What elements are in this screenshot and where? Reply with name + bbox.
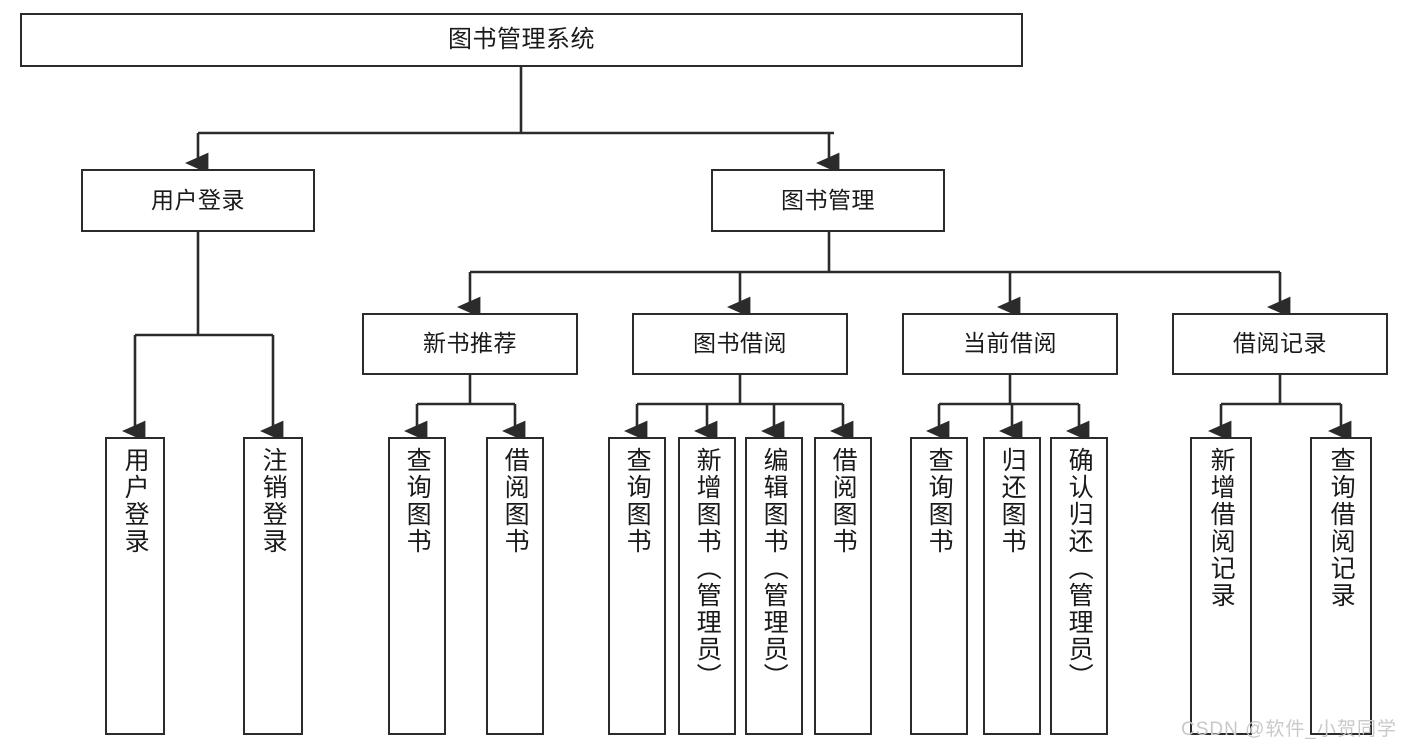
node-root-label: 图书管理系统	[448, 25, 595, 53]
node-leaf-label: 归还图书	[998, 447, 1027, 555]
node-leaf[interactable]: 查询图书	[388, 437, 446, 735]
node-leaf-label: 借阅图书	[829, 447, 858, 555]
node-leaf[interactable]: 查询图书	[608, 437, 666, 735]
node-leaf[interactable]: 查询借阅记录	[1310, 437, 1372, 735]
node-leaf-label: 新增图书（管理员）	[693, 447, 722, 690]
node-user-login[interactable]: 用户登录	[81, 169, 315, 232]
node-leaf[interactable]: 借阅图书	[814, 437, 872, 735]
node-new-book-recommend-label: 新书推荐	[423, 330, 517, 357]
node-leaf-label: 用户登录	[121, 447, 150, 555]
node-leaf[interactable]: 编辑图书（管理员）	[745, 437, 803, 735]
node-leaf[interactable]: 借阅图书	[486, 437, 544, 735]
node-leaf[interactable]: 归还图书	[983, 437, 1041, 735]
node-current-borrow-label: 当前借阅	[963, 330, 1057, 357]
node-borrow-record[interactable]: 借阅记录	[1172, 313, 1388, 375]
node-leaf-label: 借阅图书	[501, 447, 530, 555]
node-borrow-record-label: 借阅记录	[1233, 330, 1327, 357]
node-leaf-label: 新增借阅记录	[1207, 447, 1236, 609]
node-leaf-label: 编辑图书（管理员）	[760, 447, 789, 690]
node-root[interactable]: 图书管理系统	[20, 13, 1023, 67]
node-leaf[interactable]: 新增借阅记录	[1190, 437, 1252, 735]
node-book-manage-label: 图书管理	[781, 186, 875, 213]
node-leaf-label: 确认归还（管理员）	[1065, 447, 1094, 690]
node-leaf[interactable]: 用户登录	[105, 437, 165, 735]
node-new-book-recommend[interactable]: 新书推荐	[362, 313, 578, 375]
node-leaf[interactable]: 注销登录	[243, 437, 303, 735]
node-leaf[interactable]: 确认归还（管理员）	[1050, 437, 1108, 735]
node-leaf-label: 查询图书	[925, 447, 954, 555]
node-leaf[interactable]: 新增图书（管理员）	[678, 437, 736, 735]
node-leaf-label: 查询图书	[623, 447, 652, 555]
node-user-login-label: 用户登录	[151, 186, 245, 213]
node-book-borrow[interactable]: 图书借阅	[632, 313, 848, 375]
node-leaf-label: 注销登录	[259, 447, 288, 555]
node-book-manage[interactable]: 图书管理	[711, 169, 945, 232]
csdn-watermark: CSDN @软件_小贺同学	[1181, 719, 1397, 740]
node-leaf-label: 查询借阅记录	[1327, 447, 1356, 609]
node-book-borrow-label: 图书借阅	[693, 330, 787, 357]
node-leaf[interactable]: 查询图书	[910, 437, 968, 735]
node-current-borrow[interactable]: 当前借阅	[902, 313, 1118, 375]
node-leaf-label: 查询图书	[403, 447, 432, 555]
